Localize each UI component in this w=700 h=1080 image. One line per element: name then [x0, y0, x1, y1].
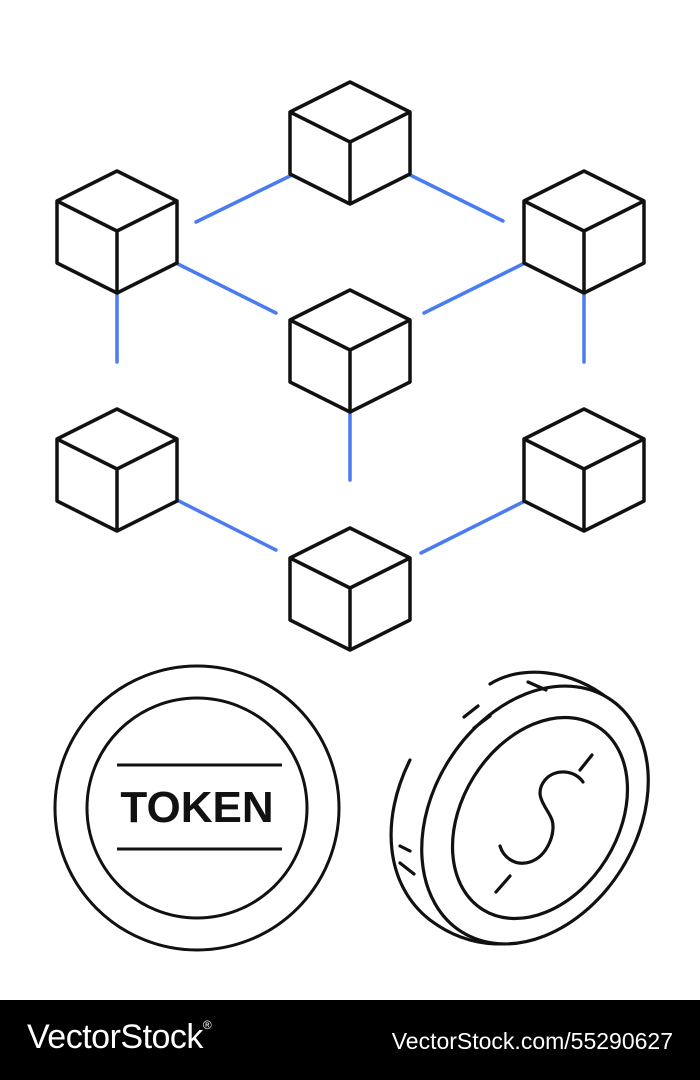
- illustration-canvas: TOKEN: [53, 80, 650, 952]
- dollar-coin-icon: [389, 670, 650, 946]
- vectorstock-logo: VectorStock®: [27, 1018, 212, 1057]
- cube-block-icon: [288, 526, 412, 652]
- token-label: TOKEN: [120, 783, 273, 832]
- cube-block-icon: [288, 288, 412, 414]
- registered-mark: ®: [202, 1018, 212, 1032]
- network-connectors: [115, 170, 586, 555]
- brand-text: VectorStock: [27, 1018, 203, 1056]
- token-coin-icon: [53, 664, 341, 952]
- footer-bar: VectorStock® VectorStock.com/55290627: [0, 1000, 700, 1080]
- cube-block-icon: [522, 169, 646, 295]
- cube-block-icon: [288, 80, 412, 206]
- cube-network: [55, 80, 646, 652]
- cube-block-icon: [522, 407, 646, 533]
- cube-block-icon: [55, 407, 179, 533]
- stock-id: VectorStock.com/55290627: [391, 1028, 673, 1054]
- cube-block-icon: [55, 169, 179, 295]
